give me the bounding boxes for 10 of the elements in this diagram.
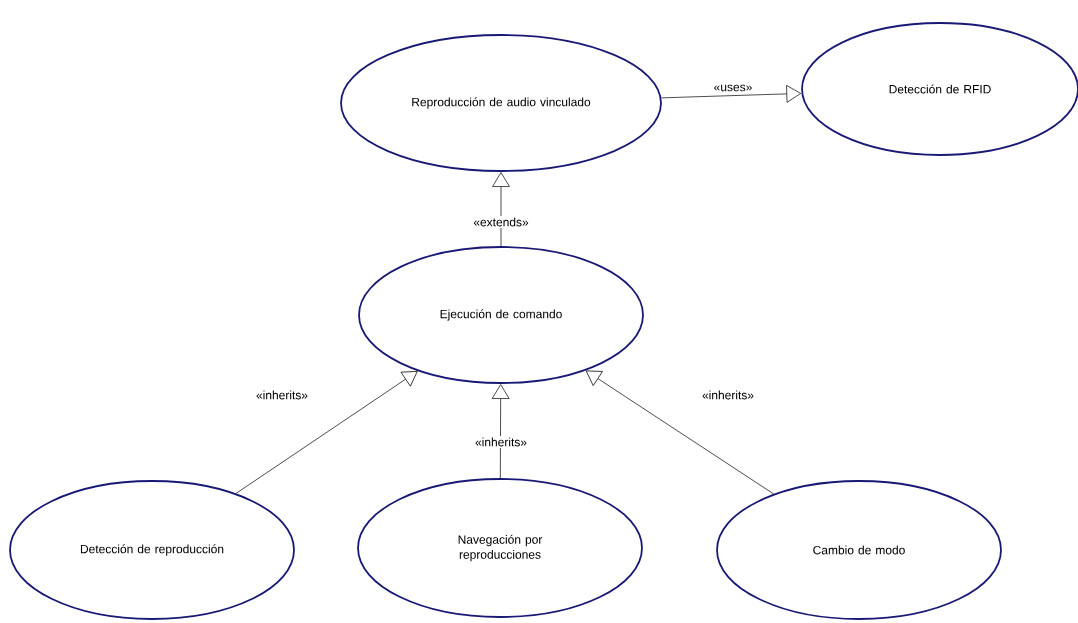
edge-label: «inherits» — [700, 389, 756, 401]
arrow — [491, 384, 510, 479]
edge-label: «extends» — [471, 216, 531, 228]
edge-label: «uses» — [712, 83, 754, 93]
arrow — [661, 85, 802, 103]
edge-label: «inherits» — [473, 436, 529, 448]
arrow — [492, 172, 510, 247]
arrow — [585, 370, 774, 495]
arrow — [235, 371, 418, 494]
edge-label: «inherits» — [254, 389, 310, 401]
